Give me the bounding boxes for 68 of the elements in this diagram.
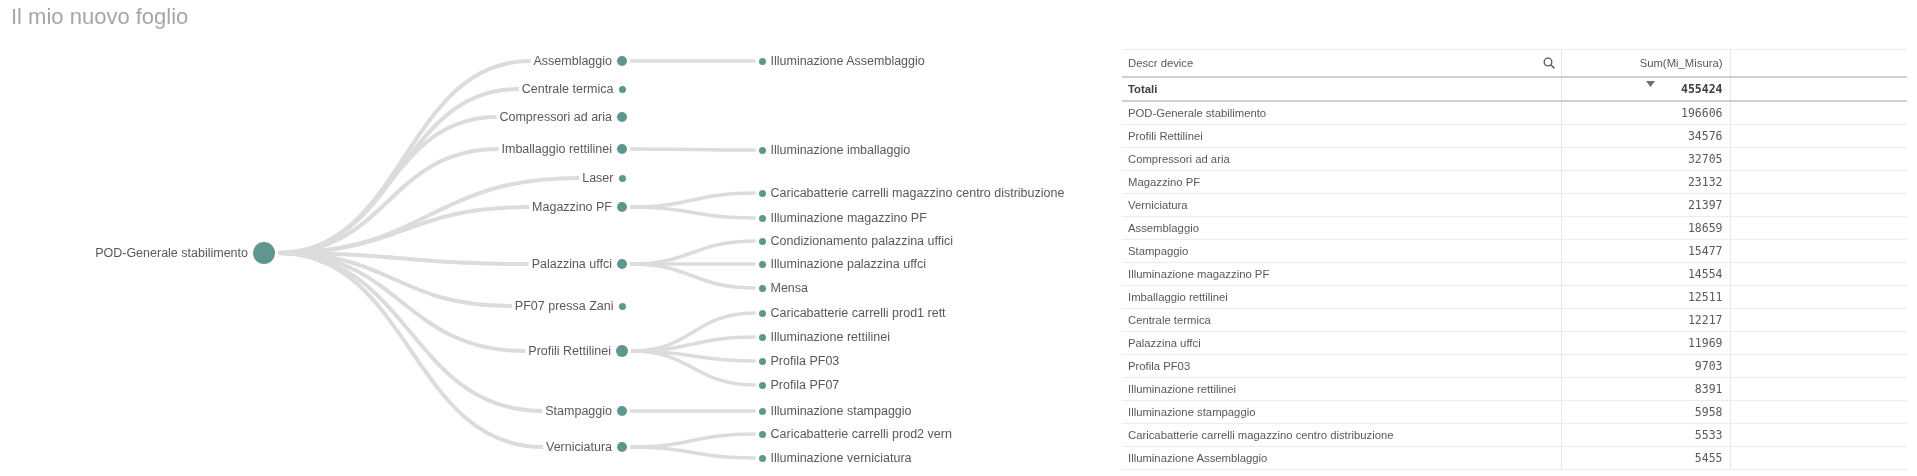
measure-value: 21397 bbox=[1687, 198, 1723, 212]
node-label: Profila PF07 bbox=[770, 378, 840, 392]
node-label: Verniciatura bbox=[546, 440, 612, 454]
node-label: Caricabatterie carrelli prod2 vern bbox=[770, 427, 952, 441]
measure-value: 15477 bbox=[1687, 244, 1723, 258]
measure-value: 18659 bbox=[1687, 221, 1723, 235]
device-name: Caricabatterie carrelli magazzino centro distribuzione bbox=[1128, 429, 1394, 441]
device-name: POD-Generale stabilimento bbox=[1128, 107, 1267, 119]
device-name: Stampaggio bbox=[1128, 245, 1189, 257]
sheet-title: Il mio nuovo foglio bbox=[11, 4, 189, 30]
node-label: Compressori ad aria bbox=[499, 110, 612, 124]
node-label: Assemblaggio bbox=[533, 54, 612, 68]
device-name: Illuminazione magazzino PF bbox=[1128, 268, 1270, 280]
node-label: PF07 pressa Zani bbox=[514, 299, 614, 313]
total-value: 455424 bbox=[1680, 82, 1723, 96]
node-label: Illuminazione stampaggio bbox=[770, 404, 912, 418]
node-label: Centrale termica bbox=[521, 82, 614, 96]
node-label: Profila PF03 bbox=[770, 354, 840, 368]
column-header: Descr device bbox=[1128, 57, 1194, 69]
node-label: Illuminazione verniciatura bbox=[770, 451, 912, 465]
measure-value: 9703 bbox=[1694, 359, 1723, 373]
node-label: Imballaggio rettilinei bbox=[501, 142, 612, 156]
device-name: Palazzina uffci bbox=[1128, 337, 1201, 349]
column-header: Sum(Mi_Misura) bbox=[1639, 57, 1723, 69]
node-label: Mensa bbox=[770, 281, 809, 295]
node-label: Caricabatterie carrelli prod1 rett bbox=[770, 306, 946, 320]
measure-value: 196606 bbox=[1680, 106, 1723, 120]
node-label: Caricabatterie carrelli magazzino centro distribuzione bbox=[770, 186, 1065, 200]
device-name: Magazzino PF bbox=[1128, 176, 1201, 188]
total-label: Totali bbox=[1128, 83, 1158, 95]
measure-value: 12511 bbox=[1687, 290, 1723, 304]
node-label: Profili Rettilinei bbox=[528, 344, 611, 358]
measure-value: 5455 bbox=[1694, 451, 1723, 465]
device-name: Illuminazione rettilinei bbox=[1128, 383, 1236, 395]
device-name: Illuminazione stampaggio bbox=[1128, 406, 1256, 418]
measure-value: 32705 bbox=[1687, 152, 1723, 166]
node-label: Illuminazione palazzina uffci bbox=[770, 257, 926, 271]
connector-line bbox=[629, 445, 756, 460]
measure-value: 5533 bbox=[1694, 428, 1723, 442]
node-label: Illuminazione rettilinei bbox=[770, 330, 890, 344]
measure-value: 14554 bbox=[1687, 267, 1723, 281]
device-name: Verniciatura bbox=[1128, 199, 1188, 211]
measure-value: 34576 bbox=[1687, 129, 1723, 143]
device-name: Centrale termica bbox=[1128, 314, 1211, 326]
connector-line bbox=[630, 59, 756, 63]
node-label: POD-Generale stabilimento bbox=[95, 246, 248, 260]
node-label: Illuminazione magazzino PF bbox=[770, 211, 927, 225]
measure-value: 8391 bbox=[1694, 382, 1723, 396]
node-label: Illuminazione Assemblaggio bbox=[770, 54, 925, 68]
device-name: Compressori ad aria bbox=[1128, 153, 1230, 165]
measure-value: 5958 bbox=[1694, 405, 1723, 419]
device-name: Profili Rettilinei bbox=[1128, 130, 1203, 142]
node-label: Laser bbox=[582, 171, 614, 185]
node-label: Stampaggio bbox=[545, 404, 612, 418]
node-label: Palazzina uffci bbox=[531, 257, 612, 271]
node-label: Magazzino PF bbox=[532, 200, 612, 214]
connector-line bbox=[630, 147, 756, 152]
measure-value: 12217 bbox=[1687, 313, 1723, 327]
device-name: Profila PF03 bbox=[1128, 360, 1191, 372]
node-label: Illuminazione imballaggio bbox=[770, 143, 911, 157]
measure-value: 11969 bbox=[1687, 336, 1723, 350]
connector-line bbox=[630, 409, 756, 413]
measure-value: 23132 bbox=[1687, 175, 1723, 189]
device-name: Assemblaggio bbox=[1128, 222, 1199, 234]
device-name: Illuminazione Assemblaggio bbox=[1128, 452, 1268, 464]
device-name: Imballaggio rettilinei bbox=[1128, 291, 1228, 303]
node-label: Condizionamento palazzina uffici bbox=[770, 234, 954, 248]
connector-line bbox=[629, 205, 756, 220]
